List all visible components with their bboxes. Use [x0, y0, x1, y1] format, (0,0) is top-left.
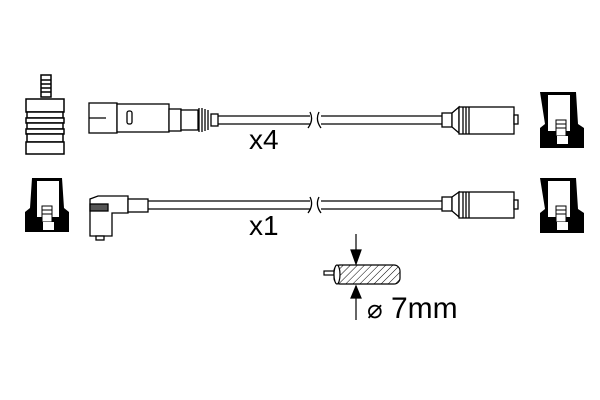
straight-plug-boot-icon [88, 102, 219, 134]
angled-plug-boot-icon [89, 195, 149, 241]
coil-boot-icon [25, 178, 69, 232]
spark-plug-icon [25, 74, 65, 155]
coil-boot-icon [540, 92, 584, 148]
coil-boot-icon [540, 178, 584, 233]
cable-bottom [148, 196, 442, 214]
diameter-label: 7mm [391, 292, 458, 325]
quantity-label-x4: x4 [249, 124, 279, 155]
diameter-symbol: ⌀ [367, 294, 383, 324]
coil-connector-icon [441, 190, 519, 219]
quantity-label-x1: x1 [249, 210, 279, 241]
coil-connector-icon [441, 105, 519, 135]
cable-diameter-icon [323, 234, 401, 320]
cable-top [218, 111, 442, 129]
